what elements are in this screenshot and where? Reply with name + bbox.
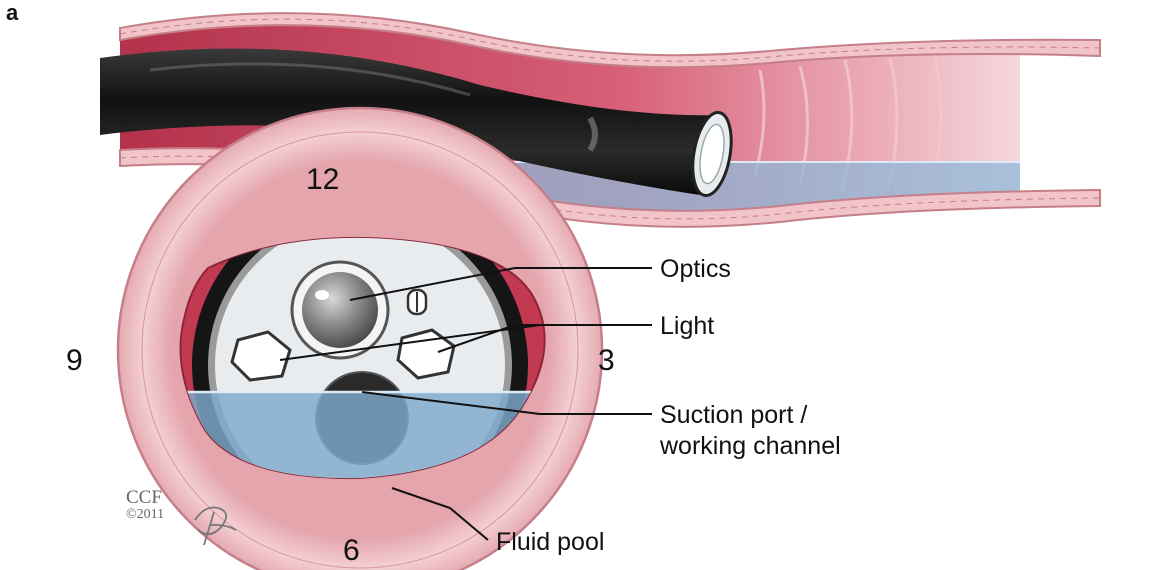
panel-label: a [6,0,18,26]
optics-label: Optics [660,254,731,285]
copyright-credit: CCF ©2011 [126,489,164,523]
clock-label-3: 3 [598,344,615,378]
clock-label-12: 12 [306,163,339,197]
cross-section-view [118,108,602,570]
credit-org: CCF [126,489,164,506]
clock-label-6: 6 [343,534,360,568]
suction-label-line1: Suction port / [660,400,841,431]
light-label: Light [660,311,714,342]
clock-label-9: 9 [66,344,83,378]
credit-year: ©2011 [126,506,164,523]
fluid-pool-label: Fluid pool [496,527,604,558]
suction-label: Suction port / working channel [660,400,841,462]
suction-label-line2: working channel [660,431,841,462]
